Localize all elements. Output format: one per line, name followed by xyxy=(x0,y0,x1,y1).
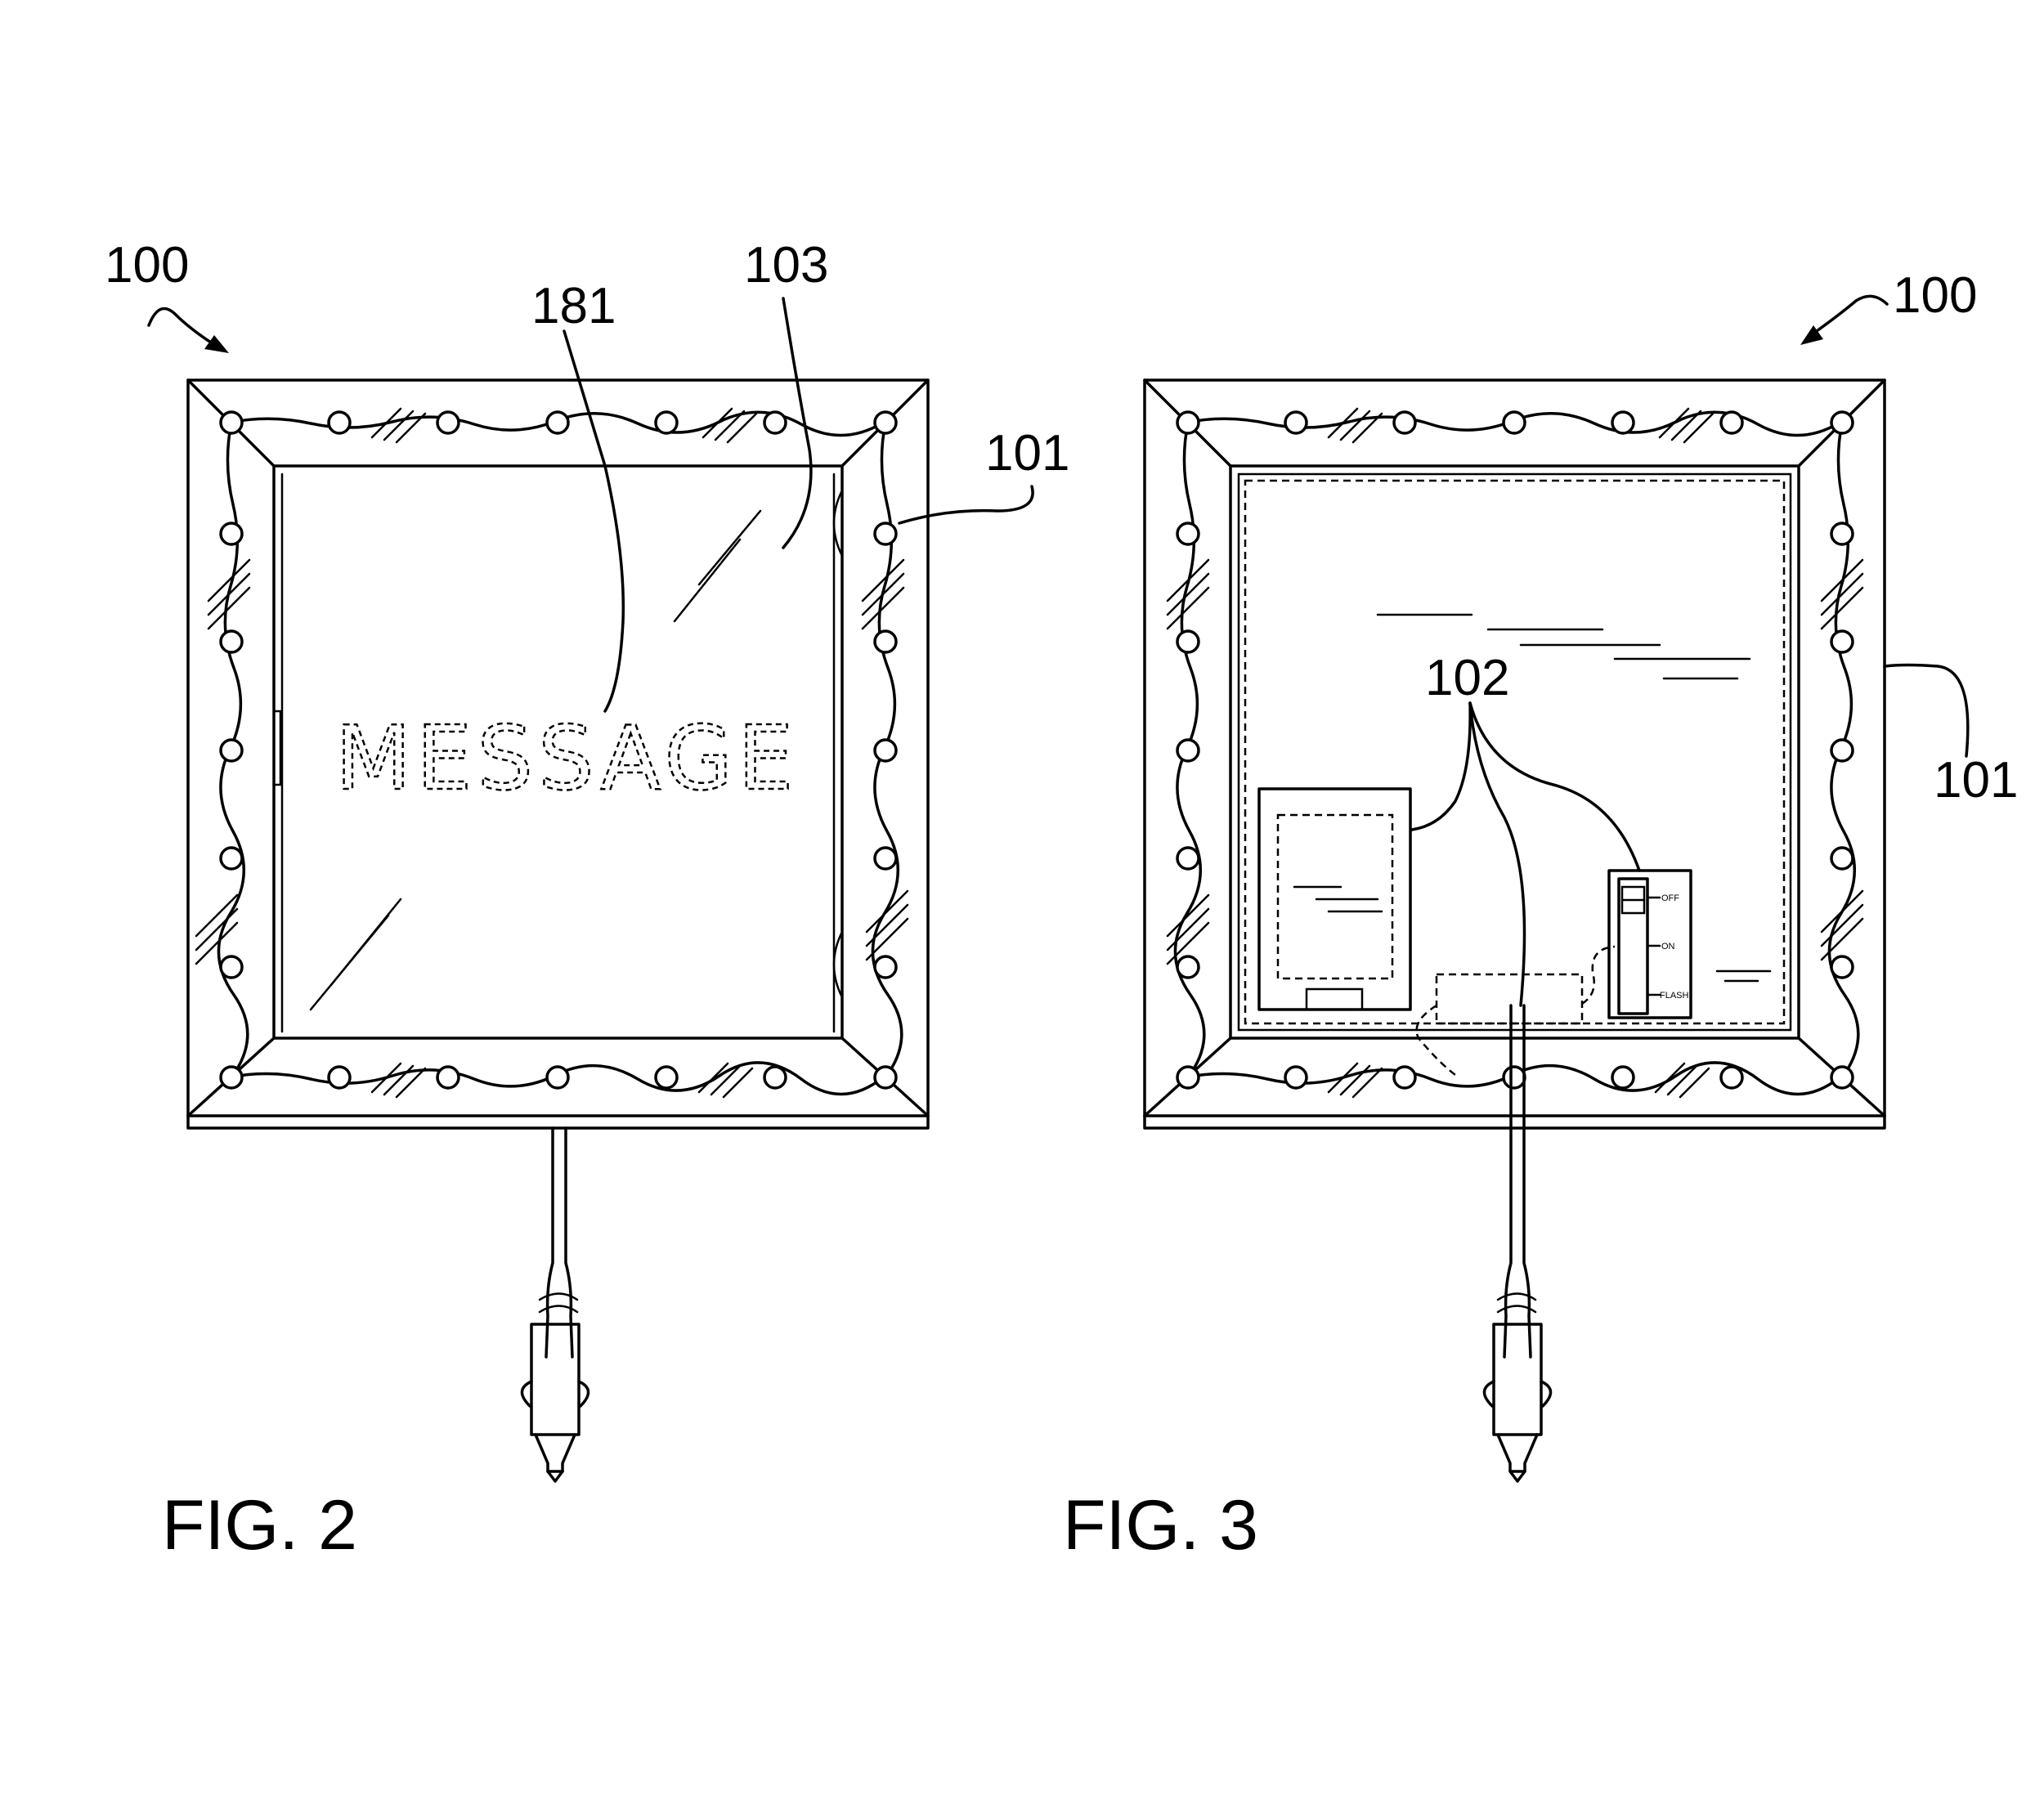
fig2-caption: FIG. 2 xyxy=(162,1486,357,1565)
fig2-leader-101 xyxy=(898,485,1034,525)
fig3-frame-outer xyxy=(1143,378,1886,1130)
fig2-panel-clip xyxy=(272,710,282,786)
fig2-ref-101: 101 xyxy=(985,425,1069,481)
fig3-power-cord xyxy=(1482,1004,1553,1483)
fig2-panel-hinge-bottom xyxy=(832,930,844,999)
fig3-arrow-100 xyxy=(1800,325,1823,345)
fig3-switch-label-off: OFF xyxy=(1661,893,1679,903)
fig3-battery-box xyxy=(1257,787,1412,1011)
figure-2: MESSAGE 100 181 103 101 FIG. 2 xyxy=(105,237,1069,1565)
fig3-controller-module xyxy=(1435,973,1584,1025)
fig3-frame-inner xyxy=(1229,464,1800,1040)
fig3-leader-102-switch xyxy=(1468,701,1641,872)
fig3-panel-texture xyxy=(1376,613,1772,983)
fig3-leader-102-battery xyxy=(1410,701,1472,831)
fig2-bulbs xyxy=(219,410,898,1090)
figure-3: OFF ON FLASH 100 102 101 FIG. 3 xyxy=(1063,267,2018,1565)
fig2-glass-reflections xyxy=(309,509,762,1011)
fig2-ref-100: 100 xyxy=(105,237,189,293)
fig2-leader-103 xyxy=(782,297,813,549)
fig3-ref-100: 100 xyxy=(1893,267,1977,324)
fig3-switch-label-on: ON xyxy=(1661,942,1675,952)
fig2-panel-hinge-top xyxy=(832,489,844,557)
fig2-ref-103: 103 xyxy=(744,237,828,293)
fig3-leader-100 xyxy=(1809,294,1889,337)
fig2-leader-181 xyxy=(563,329,625,713)
fig3-ref-102: 102 xyxy=(1425,650,1509,706)
fig3-internal-wire-a xyxy=(1415,1004,1456,1076)
fig2-power-cord xyxy=(520,1126,590,1483)
fig2-arrow-100 xyxy=(204,335,229,353)
fig3-switch-label-flash: FLASH xyxy=(1660,991,1689,1001)
fig3-leader-101 xyxy=(1883,663,1970,758)
fig3-bulbs xyxy=(1176,410,1854,1090)
fig3-switch xyxy=(1607,869,1692,1019)
fig2-break-marks xyxy=(195,407,909,1099)
fig3-back-panel-dashed xyxy=(1244,479,1786,1025)
fig3-leader-102-controller xyxy=(1468,701,1526,1007)
fig2-leader-100 xyxy=(147,307,224,352)
fig2-ref-181: 181 xyxy=(531,278,616,334)
fig3-ref-101: 101 xyxy=(1934,752,2018,808)
fig2-message-text: MESSAGE xyxy=(335,708,798,810)
fig3-caption: FIG. 3 xyxy=(1063,1486,1258,1565)
fig3-break-marks xyxy=(1166,407,1864,1099)
fig3-back-panel xyxy=(1237,472,1792,1032)
fig2-frame-outer xyxy=(186,378,930,1130)
fig3-internal-wire-b xyxy=(1581,945,1616,1005)
